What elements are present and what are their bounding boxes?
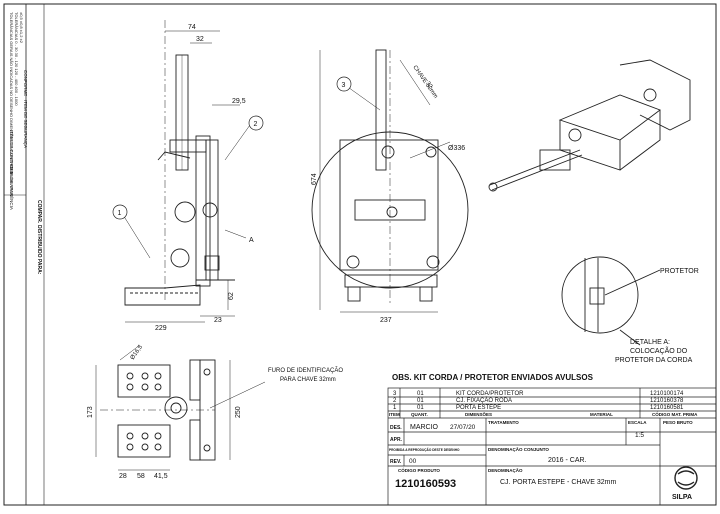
- dim-32b: 32: [424, 81, 433, 90]
- furo-note-line1: FURO DE IDENTIFICAÇÃO: [268, 367, 343, 374]
- distrib-label: DISTRIBUIDO PARA:: [36, 225, 42, 275]
- bom-row-3-desc: KIT CORDA/PROTETOR: [456, 391, 524, 397]
- bom-head-qty: QUANT.: [411, 412, 428, 417]
- tol-line1: TOLERÂNCIAS GERAIS NÃO INDICADAS NO DESE…: [9, 12, 14, 197]
- protetor-label: PROTETOR: [660, 268, 699, 275]
- escala-label: ESCALA: [628, 420, 647, 425]
- bom-head-dims: DIMENSÕES: [465, 411, 492, 417]
- bom-row-1-qty: 01: [417, 405, 424, 411]
- bom-row-2-desc: CJ. FIXAÇÃO RODA: [456, 397, 512, 404]
- side-view: [124, 20, 235, 306]
- isometric-view: [488, 59, 691, 192]
- sheet-border: [3, 3, 717, 506]
- plan-view: [100, 359, 216, 461]
- legend-seguranca: ITEM DE SEGURANÇA: [23, 100, 28, 148]
- dim-29-5: 29,5: [232, 98, 246, 105]
- legend-aparencia: ITEM DE APARÊNCIA: [9, 165, 16, 210]
- den-conj-label: DENOMINAÇÃO CONJUNTO: [488, 446, 549, 452]
- bom-head-code: CÓDIGO MAT. PRIMA: [652, 410, 698, 417]
- bom-row-2-code: 1210160378: [650, 398, 684, 404]
- dim-173: 173: [87, 406, 94, 418]
- balloon-1-text: 1: [118, 210, 122, 217]
- cod-produto-value: 1210160593: [395, 478, 456, 490]
- detail-line3: PROTETOR DA CORDA: [615, 357, 693, 364]
- denominacao-label: DENOMINAÇÃO: [488, 467, 523, 473]
- escala-value: 1:5: [635, 432, 644, 439]
- legend-controle: ITEM DE CONTROLE: [9, 130, 14, 175]
- bom-row-3-qty: 01: [417, 391, 424, 397]
- dim-74: 74: [188, 24, 196, 31]
- bom-row-3-code: 1210100174: [650, 391, 684, 397]
- dim-250: 250: [235, 406, 242, 418]
- rev-value: 00: [409, 458, 417, 465]
- des-date: 27/07/20: [450, 424, 476, 431]
- svg-text:SILPA: SILPA: [672, 494, 692, 501]
- rev-label: REV.: [390, 459, 402, 465]
- tol-line3: ±0,5 ±0,8 ±1,2 ±2: [19, 12, 24, 44]
- dim-23: 23: [214, 317, 222, 324]
- dim-28: 28: [119, 473, 127, 480]
- detail-a-label: A: [249, 237, 254, 244]
- detail-line1: DETALHE A:: [630, 339, 670, 346]
- detail-line2: COLOCAÇÃO DO: [630, 346, 688, 355]
- dim-32: 32: [196, 36, 204, 43]
- des-label: DES.: [390, 425, 402, 431]
- balloon-2: [248, 115, 264, 131]
- bom-row-2-item: 2: [393, 398, 397, 404]
- detail-a-view: [561, 256, 661, 346]
- bom-row-2-qty: 01: [417, 398, 424, 404]
- dim-16-5: Ø16,5: [130, 344, 145, 361]
- silpa-logo: SILPA: [672, 466, 698, 501]
- denominacao-value: CJ. PORTA ESTEPE - CHAVE 32mm: [500, 479, 616, 486]
- bom-head-material: MATERIAL: [590, 412, 613, 417]
- dim-62: 62: [228, 292, 235, 300]
- front-view: [311, 49, 469, 305]
- den-conj-value: 2016 - CAR.: [548, 457, 587, 464]
- dim-674: 674: [311, 173, 318, 185]
- des-name: MARCIO: [410, 424, 439, 431]
- furo-note-line2: PARA CHAVE 32mm: [280, 377, 336, 383]
- bom-row-1-code: 1210160581: [650, 405, 684, 411]
- comp-label: COMPAR.: [36, 200, 42, 224]
- cod-produto-label: CÓDIGO PRODUTO: [398, 466, 440, 473]
- balloon-2-text: 2: [254, 121, 258, 128]
- obs-note: OBS. KIT CORDA / PROTETOR ENVIADOS AVULS…: [392, 373, 594, 382]
- balloon-3-text: 3: [342, 82, 346, 89]
- proibida-note: PROIBIDA A REPRODUÇÃO DESTE DESENHO: [389, 447, 460, 452]
- dim-237: 237: [380, 317, 392, 324]
- legend-conforme: CONFORME: [23, 70, 28, 96]
- peso-label: PESO BRUTO: [663, 420, 693, 425]
- dim-229: 229: [155, 325, 167, 332]
- tratamento-label: TRATAMENTO: [488, 420, 519, 425]
- bom-head-item: ITEM: [389, 412, 400, 417]
- balloon-3: [336, 76, 352, 92]
- title-block: [387, 387, 717, 506]
- bom-row-1-item: 1: [393, 405, 397, 411]
- bom-row-3-item: 3: [393, 391, 397, 397]
- dim-336: Ø336: [448, 145, 465, 152]
- dim-chave: CHAVE 32mm: [411, 65, 438, 100]
- dim-41-5: 41,5: [154, 473, 168, 480]
- bom-row-1-desc: PORTA ESTEPE: [456, 405, 501, 411]
- tolerance-notes: TOLERÂNCIAS GERAIS NÃO INDICADAS NO DESE…: [9, 12, 14, 197]
- tol-line2: TOLERÂNCIAS 0 - 30 30 - 120 120 - 400 40…: [14, 12, 19, 106]
- apr-label: APR.: [390, 437, 403, 443]
- dim-58: 58: [137, 473, 145, 480]
- balloon-1: [112, 204, 128, 220]
